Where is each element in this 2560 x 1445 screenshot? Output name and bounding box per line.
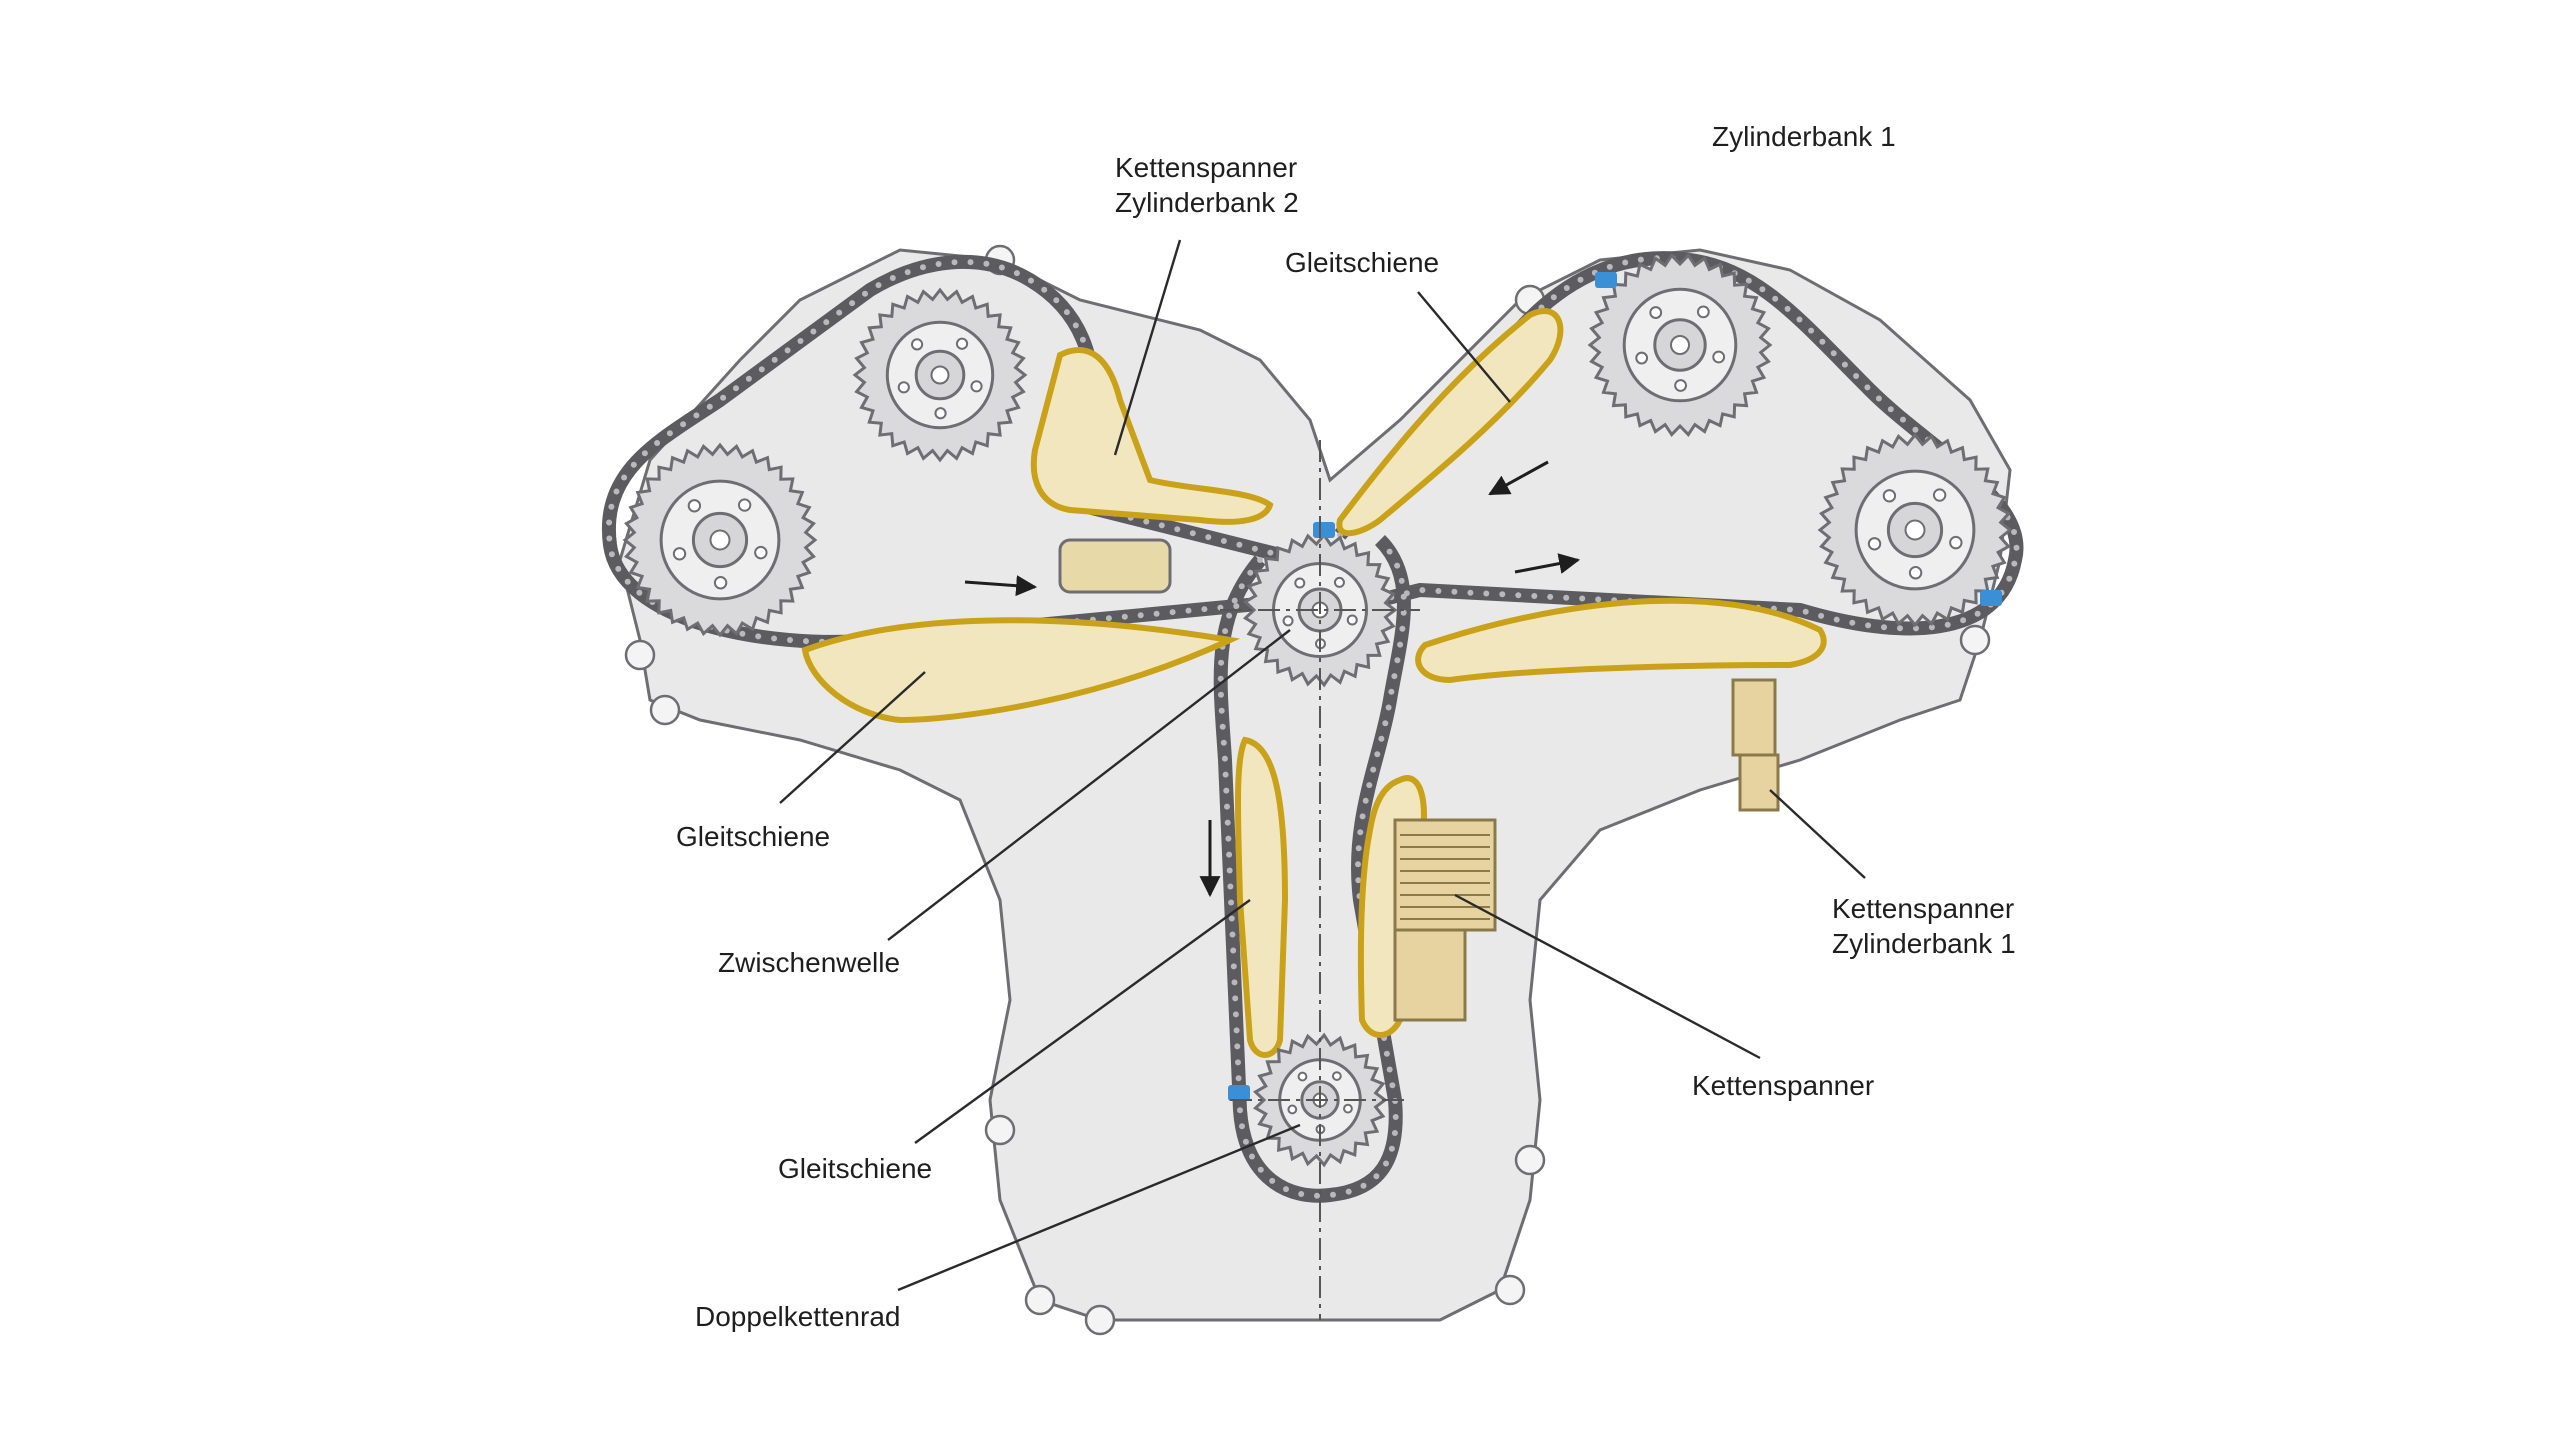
tensioner-lower-body xyxy=(1393,818,1497,1022)
sprocket-icon xyxy=(852,287,1028,463)
tensioner-cylinder-bank-2-body xyxy=(1058,538,1172,594)
sprockets xyxy=(622,253,2013,1168)
sprocket-icon xyxy=(1587,253,1773,437)
label-kettenspanner-zb2-line1: Kettenspanner xyxy=(1115,152,1297,183)
label-kettenspanner: Kettenspanner xyxy=(1692,1070,1874,1101)
tensioner-cylinder-bank-1 xyxy=(1731,678,1780,812)
chain-tensioners xyxy=(1030,347,1780,1038)
label-kettenspanner-zb2-line2: Zylinderbank 2 xyxy=(1115,187,1299,218)
label-zwischenwelle: Zwischenwelle xyxy=(718,947,900,978)
leader-lines xyxy=(779,239,1866,1292)
sprocket-icon xyxy=(1817,432,2013,628)
engine-housing xyxy=(618,248,2012,1322)
guide-rail-top xyxy=(1336,308,1564,537)
sprocket-icon xyxy=(622,442,818,638)
label-doppelkettenrad: Doppelkettenrad xyxy=(695,1301,900,1332)
guide-rail-right xyxy=(1415,597,1827,684)
label-zylinderbank-1: Zylinderbank 1 xyxy=(1712,121,1896,152)
center-lines xyxy=(1220,440,1420,1320)
label-gleitschiene-bottom: Gleitschiene xyxy=(778,1153,932,1184)
guide-rails xyxy=(801,308,1827,1058)
label-gleitschiene-top: Gleitschiene xyxy=(1285,247,1439,278)
labels: Zylinderbank 1 Kettenspanner Zylinderban… xyxy=(676,121,2016,1332)
guide-rail-left xyxy=(801,617,1241,724)
tensioner-cylinder-bank-2 xyxy=(1030,347,1274,525)
label-kettenspanner-zb1-line1: Kettenspanner xyxy=(1832,893,2014,924)
label-kettenspanner-zb1-line2: Zylinderbank 1 xyxy=(1832,928,2016,959)
guide-rail-lower-left xyxy=(1234,736,1289,1058)
direction-arrows xyxy=(964,460,1581,898)
label-gleitschiene-left: Gleitschiene xyxy=(676,821,830,852)
arrow-icon xyxy=(1514,553,1581,574)
arrow-icon xyxy=(1488,460,1549,496)
chain-connectors xyxy=(1228,272,2002,1101)
arrow-icon xyxy=(964,575,1038,597)
